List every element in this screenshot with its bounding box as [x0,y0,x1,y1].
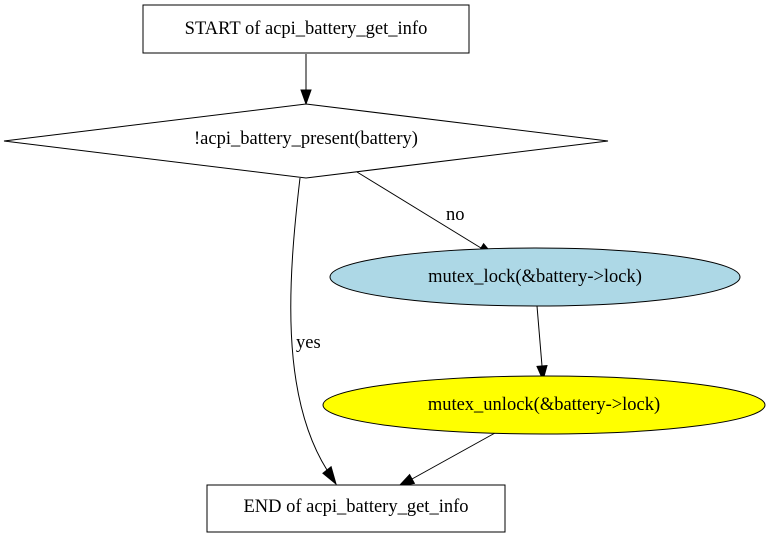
arrowhead [322,465,337,486]
arrowhead [536,365,548,382]
node-lock-ellipse [329,247,741,307]
edge-decision-to-end: yes [290,177,337,486]
arrowhead [397,473,416,487]
edge-label-no: no [446,205,465,225]
node-lock[interactable]: mutex_lock(&battery->lock) [329,247,741,307]
node-start-box [142,4,470,54]
edge-line [356,171,482,249]
edge-decision-to-lock: no [356,171,495,256]
node-unlock-ellipse [322,375,766,435]
edge-line [411,432,496,480]
edge-label-yes: yes [296,333,321,353]
node-decision-label: !acpi_battery_present(battery) [194,129,418,149]
node-unlock-label: mutex_unlock(&battery->lock) [428,395,660,415]
node-unlock[interactable]: mutex_unlock(&battery->lock) [322,375,766,435]
edge-lock-to-unlock [536,305,548,382]
edge-unlock-to-end [397,432,496,487]
node-decision-diamond [3,103,609,179]
edge-start-to-decision [300,54,312,106]
node-start[interactable]: START of acpi_battery_get_info [142,4,470,54]
node-end-box [206,484,506,533]
edge-line [536,305,543,367]
node-lock-label: mutex_lock(&battery->lock) [428,267,642,287]
node-end[interactable]: END of acpi_battery_get_info [206,484,506,533]
arrowhead [300,89,312,106]
edge-line [290,177,328,471]
node-start-label: START of acpi_battery_get_info [185,19,428,39]
node-decision[interactable]: !acpi_battery_present(battery) [3,103,609,179]
node-end-label: END of acpi_battery_get_info [243,497,468,517]
